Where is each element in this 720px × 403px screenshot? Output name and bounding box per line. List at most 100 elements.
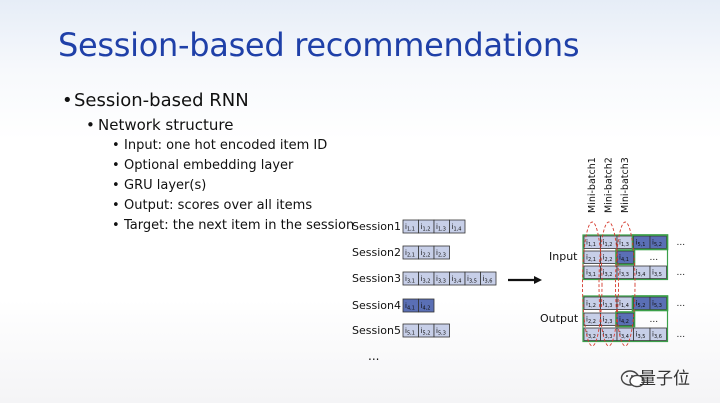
input-item-box: i4,1 — [616, 250, 634, 264]
input-item-box: i5,2 — [649, 235, 667, 249]
input-item-box: i1,2 — [600, 235, 618, 249]
minibatch-ellipse — [615, 221, 636, 347]
input-item-box: i3,2 — [600, 265, 618, 279]
output-item-box: i3,6 — [649, 327, 667, 341]
item-label: i2,1 — [586, 254, 596, 264]
output-row-ellipsis: ... — [677, 330, 686, 340]
item-box-rect — [649, 265, 667, 279]
session-item-box: i2,1 — [402, 245, 419, 260]
session-item-box: i1,1 — [402, 219, 419, 234]
output-item-box: i2,3 — [600, 312, 618, 326]
item-label: i3,5 — [652, 269, 662, 279]
item-label: i1,3 — [603, 300, 613, 310]
input-item-box: i2,2 — [600, 250, 618, 264]
minibatch-label: Mini-batch2 — [604, 157, 615, 213]
output-item-box: i1,2 — [583, 296, 601, 310]
output-item-box: i4,2 — [616, 312, 634, 326]
output-item-box: i1,3 — [600, 296, 618, 310]
item-label: i3,6 — [652, 331, 662, 341]
session-item-box: i5,1 — [402, 323, 419, 338]
item-box-rect — [480, 271, 497, 286]
item-label: i5,2 — [636, 300, 646, 310]
item-label: i3,4 — [452, 275, 462, 285]
item-label: i1,2 — [603, 239, 613, 249]
minibatch-ellipse — [598, 221, 619, 347]
input-item-box: i2,1 — [583, 250, 601, 264]
item-box-rect — [433, 245, 450, 260]
session-label: Session1 — [352, 220, 401, 233]
bullet-session-based-rnn: •Session-based RNN — [62, 90, 249, 111]
session-label: Session4 — [352, 299, 401, 312]
item-label: i5,3 — [652, 300, 662, 310]
input-item-box: i3,5 — [649, 265, 667, 279]
item-label: i3,3 — [436, 275, 446, 285]
item-label: i1,3 — [436, 223, 446, 233]
session-item-box: i4,1 — [402, 298, 419, 313]
input-item-box: i3,1 — [583, 265, 601, 279]
arrow-head — [534, 276, 542, 284]
item-label: i5,1 — [636, 239, 646, 249]
bullet-input: •Input: one hot encoded item ID — [112, 138, 328, 153]
output-highlight — [615, 311, 636, 328]
item-label: i3,5 — [467, 275, 477, 285]
item-box-rect — [433, 323, 450, 338]
item-box-rect — [649, 296, 667, 310]
item-label: i4,1 — [619, 254, 629, 264]
input-block-frame — [582, 234, 669, 281]
minibatch-label: Mini-batch1 — [587, 157, 598, 213]
input-item-box: i5,1 — [633, 235, 651, 249]
output-row-ellipsis: ... — [650, 315, 659, 325]
input-item-box: i3,3 — [616, 265, 634, 279]
session-item-box: i1,3 — [433, 219, 450, 234]
item-label: i2,2 — [421, 249, 431, 259]
session-item-box: i3,2 — [418, 271, 435, 286]
bullet-gru: •GRU layer(s) — [112, 178, 207, 193]
session-item-box: i3,4 — [449, 271, 466, 286]
item-label: i3,1 — [586, 269, 596, 279]
output-label: Output — [540, 312, 579, 325]
item-box-rect — [649, 327, 667, 341]
wechat-icon — [620, 370, 645, 388]
bullet-output: •Output: scores over all items — [112, 198, 313, 213]
item-label: i1,2 — [586, 300, 596, 310]
item-box-rect — [449, 219, 466, 234]
bullet-network-structure: •Network structure — [86, 116, 234, 134]
bullet-embedding: •Optional embedding layer — [112, 158, 294, 173]
session-item-box: i2,3 — [433, 245, 450, 260]
session-item-box: i3,1 — [402, 271, 419, 286]
item-label: i3,2 — [421, 275, 431, 285]
item-label: i1,4 — [452, 223, 462, 233]
input-item-box: i1,1 — [583, 235, 601, 249]
item-box-rect — [616, 250, 634, 264]
session-label: Session3 — [352, 272, 401, 285]
item-label: i1,1 — [405, 223, 415, 233]
input-label: Input — [549, 250, 578, 263]
item-label: i4,2 — [619, 316, 629, 326]
session-ellipsis: ... — [368, 349, 379, 363]
session-item-box: i2,2 — [418, 245, 435, 260]
item-label: i5,2 — [652, 239, 662, 249]
session-label: Session5 — [352, 324, 401, 337]
item-box-rect — [418, 298, 435, 313]
input-row-ellipsis: ... — [677, 238, 686, 248]
item-label: i1,3 — [619, 239, 629, 249]
watermark: 量子位 — [639, 369, 690, 389]
output-item-box: i5,3 — [649, 296, 667, 310]
item-label: i2,1 — [405, 249, 415, 259]
item-box-rect — [649, 235, 667, 249]
session-item-box: i1,2 — [418, 219, 435, 234]
item-label: i4,2 — [421, 302, 431, 312]
output-block-frame — [582, 295, 669, 343]
output-item-box: i5,2 — [633, 296, 651, 310]
output-item-box: i2,2 — [583, 312, 601, 326]
minibatch-label: Mini-batch3 — [620, 157, 631, 213]
session-item-box: i4,2 — [418, 298, 435, 313]
item-label: i3,1 — [405, 275, 415, 285]
item-label: i5,3 — [436, 327, 446, 337]
output-item-box: i1,4 — [616, 296, 634, 310]
input-item-box: i1,3 — [616, 235, 634, 249]
item-label: i3,4 — [636, 269, 646, 279]
input-highlight — [615, 249, 636, 266]
item-label: i2,2 — [603, 254, 613, 264]
